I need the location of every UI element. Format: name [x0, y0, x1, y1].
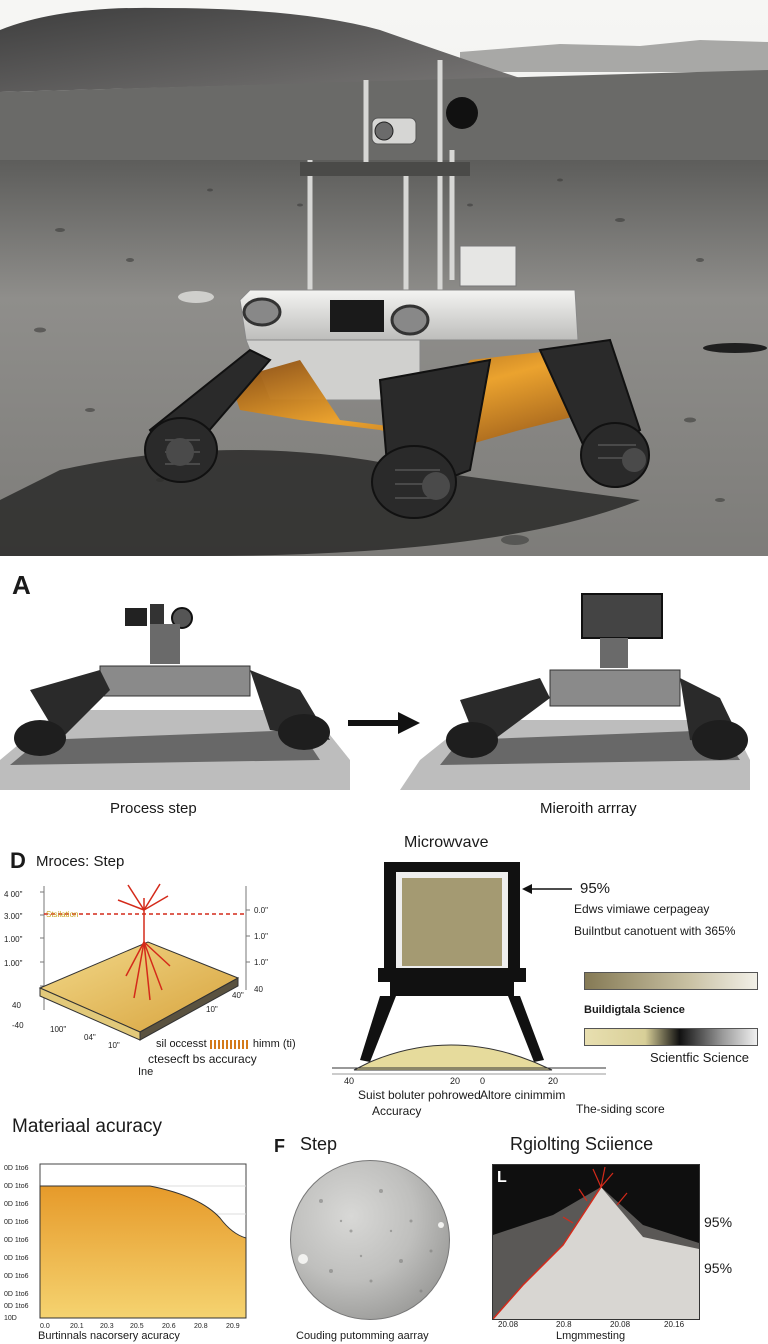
micro-bottom-right: The-siding score	[576, 1102, 665, 1116]
terrain-block-chart: 4 00" 3.00" 1.00" 1.00" 40 -40 0.0" 1.0"…	[4, 883, 268, 1050]
mat-x-tick: 20.3	[100, 1323, 114, 1330]
d-note-text: sil occesst	[156, 1038, 207, 1050]
d-marker-label: Stsilation	[46, 910, 78, 919]
d-y-tick: 3.00"	[4, 912, 23, 921]
d-x-tick: 10"	[108, 1041, 120, 1050]
rover-illustration-array	[400, 593, 750, 790]
gradient-bar-2-label: Scientfic Science	[650, 1050, 749, 1065]
gradient-bar-1-label: Buildigtala Science	[584, 1004, 685, 1016]
regolith-x-tick: 20.16	[664, 1320, 685, 1329]
panel-a-letter: A	[12, 570, 31, 600]
panel-f-letter: F	[274, 1136, 285, 1156]
microwave-title: Microwvave	[404, 834, 489, 851]
mat-y-tick: 0D 1to6	[4, 1255, 29, 1262]
micro-bottom-left-1: Suist boluter pohrowed	[358, 1088, 481, 1102]
mat-y-tick: 0D 1to6	[4, 1273, 29, 1280]
d-y-tick: 4 00"	[4, 890, 23, 899]
regolith-x-tick: 20.08	[498, 1320, 519, 1329]
material-title: Materiaal acuracy	[12, 1116, 162, 1137]
panel-a-right-caption: Mieroith arrray	[540, 800, 637, 817]
micro-axis-tick: 0	[480, 1076, 486, 1086]
mat-x-tick: 20.9	[226, 1323, 240, 1330]
panel-d-chart: 4 00" 3.00" 1.00" 1.00" 40 -40 0.0" 1.0"…	[0, 880, 300, 1050]
regolith-sample-disk	[290, 1160, 450, 1320]
hero-photo	[0, 0, 768, 556]
mat-y-tick: 0D 1to6	[4, 1165, 29, 1172]
gradient-bar-2	[584, 1028, 758, 1046]
panel-d-letter: D	[10, 848, 26, 873]
d-y-tick: -40	[12, 1021, 24, 1030]
mat-y-tick: 10D	[4, 1315, 17, 1322]
mat-x-tick: 20.8	[194, 1323, 208, 1330]
mat-y-tick: 0D 1to6	[4, 1219, 29, 1226]
panel-d-note-2: ctesecft bs accuracy	[148, 1052, 257, 1066]
microwave-desc-2: Builntbut canotuent with 365%	[574, 924, 736, 938]
regolith-x-tick: 20.08	[610, 1320, 631, 1329]
regolith-x-label: Lmgmmesting	[556, 1330, 626, 1342]
panel-a-right-rover	[400, 590, 768, 790]
microwave-pct: 95%	[580, 880, 611, 897]
panel-f-title: Step	[300, 1134, 338, 1154]
d-y2-tick: 0.0"	[254, 906, 268, 915]
micro-axis-tick: 20	[548, 1076, 559, 1086]
material-chart: 0D 1to6 0D 1to6 0D 1to6 0D 1to6 0D 1to6 …	[0, 1156, 258, 1334]
lunar-rover-scene	[0, 0, 768, 556]
mat-y-tick: 0D 1to6	[4, 1237, 29, 1244]
d-x-tick: 04"	[84, 1033, 96, 1042]
microwave-antenna-diagram	[332, 862, 606, 1075]
panel-f-caption: Couding putomming aarray	[296, 1330, 429, 1342]
d-x-tick: 100"	[50, 1025, 66, 1034]
material-x-label: Burtinnals nacorsery acuracy	[38, 1330, 180, 1342]
microwave-desc-1: Edws vimiawe cerpageay	[574, 902, 710, 916]
mat-x-tick: 20.1	[70, 1323, 84, 1330]
regolith-chart: L	[492, 1164, 700, 1320]
regolith-pct-1: 95%	[704, 1214, 733, 1230]
regolith-x-tick: 20.8	[556, 1320, 572, 1329]
d-y-tick: 1.00"	[4, 959, 23, 968]
mat-y-tick: 0D 1to6	[4, 1291, 29, 1298]
mat-y-tick: 0D 1to6	[4, 1201, 29, 1208]
panel-d-title: Mroces: Step	[36, 853, 125, 870]
mat-x-tick: 0.0	[40, 1323, 50, 1330]
mat-x-tick: 20.6	[162, 1323, 176, 1330]
panel-a-left-caption: Process stеp	[110, 800, 197, 817]
micro-bottom-mid: Altore cinimmim	[480, 1088, 566, 1102]
d-note-unit: himm (ti)	[252, 1038, 296, 1050]
pointer-arrow-icon	[522, 882, 572, 896]
panel-d-note-3: Ine	[138, 1066, 154, 1078]
d-note-hatch	[209, 1039, 250, 1049]
d-y-tick: 1.00"	[4, 935, 23, 944]
d-x-tick: 10"	[206, 1005, 218, 1014]
d-y-tick: 40	[12, 1001, 21, 1010]
regolith-corner-letter: L	[497, 1169, 507, 1186]
d-y2-tick: 1.0"	[254, 932, 268, 941]
regolith-pct-2: 95%	[704, 1260, 733, 1276]
micro-axis-tick: 20	[450, 1076, 461, 1086]
microwave-instrument	[330, 856, 610, 1082]
micro-bottom-left-2: Accuracy	[372, 1104, 422, 1118]
d-y2-tick: 40	[254, 985, 263, 994]
panel-d-note-1: sil occesst himm (ti)	[156, 1038, 296, 1050]
regolith-title: Rgiolting Sciience	[510, 1134, 654, 1154]
arrow-right-icon	[348, 712, 420, 734]
micro-axis-tick: 40	[344, 1076, 355, 1086]
gradient-bar-1	[584, 972, 758, 990]
rover-illustration-process-step	[0, 604, 350, 790]
mat-y-tick: 0D 1to6	[4, 1183, 29, 1190]
mat-y-tick: 0D 1to6	[4, 1303, 29, 1310]
d-x-tick: 40"	[232, 991, 244, 1000]
material-accuracy-area-chart: 0D 1to6 0D 1to6 0D 1to6 0D 1to6 0D 1to6 …	[4, 1163, 247, 1330]
d-y2-tick: 1.0"	[254, 958, 268, 967]
panel-a-left-rover	[0, 590, 350, 790]
mat-x-tick: 20.5	[130, 1323, 144, 1330]
regolith-mound-plot	[493, 1166, 699, 1319]
sample-texture	[298, 1189, 444, 1293]
